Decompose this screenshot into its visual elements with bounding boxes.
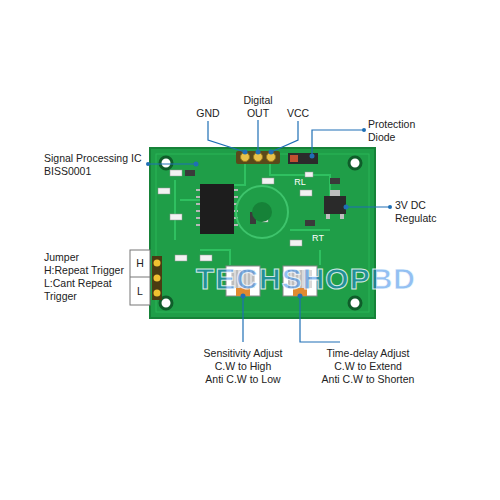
pin-label: GND <box>196 107 219 119</box>
callout-text: Signal Processing IC <box>44 152 141 164</box>
watermark: TECHSHOPBD <box>196 263 416 295</box>
jumper-mark: L <box>137 285 143 297</box>
callout-text: H:Repeat Trigger <box>44 264 124 276</box>
callout-text: C.W to High <box>215 360 272 372</box>
callout-text: Time-delay Adjust <box>326 347 409 359</box>
callout-text: Regulatc <box>395 212 436 224</box>
callout-text: BISS0001 <box>44 165 91 177</box>
callout-text: Sensitivity Adjust <box>204 347 283 359</box>
callout-text: 3V DC <box>395 199 426 211</box>
callout-text: Anti C.W to Low <box>205 373 280 385</box>
callout-text: Trigger <box>44 290 77 302</box>
callout-text: Anti C.W to Shorten <box>322 373 415 385</box>
callout-text: Diode <box>368 131 395 143</box>
pin-label: Digital <box>243 94 272 106</box>
callout-text: L:Cant Repeat <box>44 277 112 289</box>
pin-label: VCC <box>287 107 309 119</box>
silkscreen-label: RL <box>294 176 306 188</box>
callout-text: C.W to Extend <box>334 360 402 372</box>
pin-label: OUT <box>247 107 269 119</box>
callout-text: Jumper <box>44 251 79 263</box>
callout-text: Protection <box>368 118 415 130</box>
jumper-mark: H <box>136 257 144 269</box>
silkscreen-label: RT <box>312 232 324 244</box>
